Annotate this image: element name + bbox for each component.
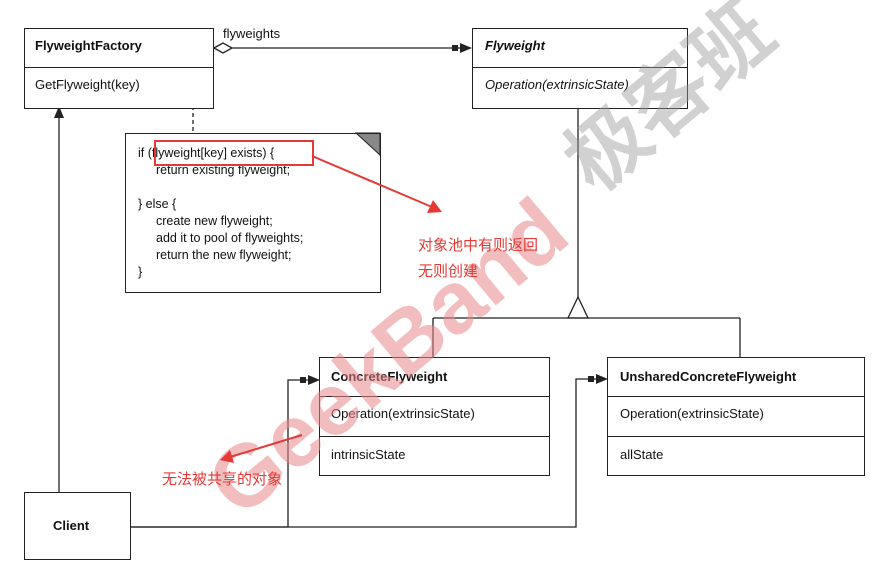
class-name: FlyweightFactory — [35, 38, 142, 53]
note-highlight-box — [154, 140, 314, 166]
client-factory-arrowhead — [54, 106, 64, 118]
divider — [25, 67, 213, 68]
client-concrete-line — [130, 379, 318, 528]
note-highlight-text: flyweight[key] exists — [151, 146, 263, 160]
class-name: Flyweight — [485, 38, 545, 53]
note-line-2: return existing flyweight; — [156, 163, 291, 177]
method: Operation(extrinsicState) — [620, 406, 764, 421]
unshared-arrowhead — [596, 374, 608, 384]
class-name: UnsharedConcreteFlyweight — [620, 369, 797, 384]
note-line-5: add it to pool of flyweights; — [156, 231, 304, 245]
class-name: Client — [53, 518, 90, 533]
pool-annotation-line-2: 无则创建 — [418, 262, 479, 280]
flyweight-arrow-tail — [452, 45, 458, 51]
divider — [608, 396, 864, 397]
flyweight-arrowhead — [460, 43, 472, 53]
class-name: ConcreteFlyweight — [331, 369, 448, 384]
state: intrinsicState — [331, 447, 406, 462]
divider — [320, 396, 549, 397]
note-box: if (flyweight[key] exists) { return exis… — [125, 133, 381, 293]
concrete-arrow-tail — [300, 377, 306, 383]
unshared-concrete-flyweight-class: UnsharedConcreteFlyweight Operation(extr… — [607, 357, 865, 476]
note-line-1-suffix: ) { — [262, 146, 275, 160]
method: GetFlyweight(key) — [35, 77, 140, 92]
note-line-1-prefix: if ( — [138, 146, 152, 160]
note-line-4: create new flyweight; — [156, 214, 273, 228]
inheritance-triangle — [566, 295, 590, 319]
note-line-6: return the new flyweight; — [156, 248, 292, 262]
divider — [608, 436, 864, 437]
state: allState — [620, 447, 664, 462]
association-label: flyweights — [223, 26, 281, 41]
concrete-flyweight-class: ConcreteFlyweight Operation(extrinsicSta… — [319, 357, 550, 476]
method: Operation(extrinsicState) — [485, 77, 629, 92]
aggregation-diamond — [212, 42, 234, 54]
concrete-arrowhead — [308, 375, 320, 385]
divider — [320, 436, 549, 437]
divider — [473, 67, 687, 68]
flyweight-factory-class: FlyweightFactory GetFlyweight(key) — [24, 28, 214, 109]
client-class: Client — [24, 492, 131, 560]
note-line-7: } — [138, 265, 143, 279]
unshared-annotation: 无法被共享的对象 — [162, 470, 283, 488]
method: Operation(extrinsicState) — [331, 406, 475, 421]
note-line-3: } else { — [138, 197, 177, 211]
unshared-arrow-tail — [588, 376, 594, 382]
flyweight-class: Flyweight Operation(extrinsicState) — [472, 28, 688, 109]
pool-annotation-line-1: 对象池中有则返回 — [418, 236, 539, 254]
note-line-1: if (flyweight[key] exists) { — [138, 146, 274, 160]
